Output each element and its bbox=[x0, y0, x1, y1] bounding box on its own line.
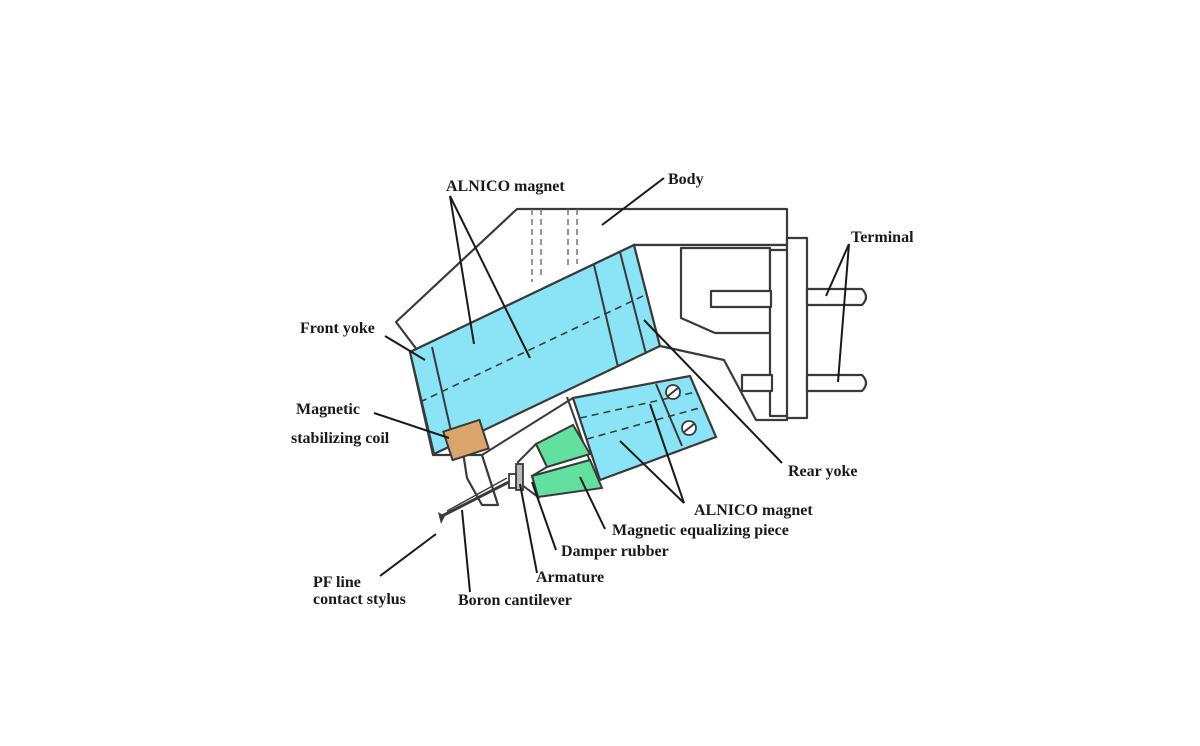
terminal-pin-lower-inner bbox=[740, 373, 774, 393]
boron-cantilever bbox=[441, 477, 510, 518]
terminal-pin-lower bbox=[805, 373, 868, 393]
equalizing-piece-lower bbox=[530, 458, 604, 499]
label-rear-yoke: Rear yoke bbox=[788, 463, 857, 480]
label-stylus-line2: contact stylus bbox=[313, 591, 406, 608]
alnico-magnet-lower bbox=[571, 374, 718, 482]
body-hidden-lines bbox=[531, 209, 578, 282]
label-damper-rubber: Damper rubber bbox=[561, 543, 669, 560]
stylus-tip bbox=[438, 512, 445, 524]
terminal-pin-upper-inner bbox=[709, 289, 773, 309]
label-magnetic-equalizing-piece: Magnetic equalizing piece bbox=[612, 522, 789, 539]
terminal-housing bbox=[632, 236, 868, 422]
terminal-pin-upper bbox=[805, 287, 868, 307]
label-alnico-magnet-bottom: ALNICO magnet bbox=[694, 502, 813, 519]
label-front-yoke: Front yoke bbox=[300, 320, 375, 337]
label-magnetic-coil-line1: Magnetic bbox=[296, 401, 360, 418]
leader-lines bbox=[373, 177, 850, 593]
label-boron-cantilever: Boron cantilever bbox=[458, 592, 572, 609]
label-armature: Armature bbox=[536, 569, 604, 586]
label-terminal: Terminal bbox=[851, 229, 914, 246]
label-stylus-line1: PF line bbox=[313, 574, 361, 591]
label-alnico-magnet-top: ALNICO magnet bbox=[446, 178, 565, 195]
magnetic-stabilizing-coil bbox=[442, 418, 490, 462]
armature bbox=[508, 473, 517, 489]
lower-magnet-assembly bbox=[481, 374, 718, 485]
label-body: Body bbox=[668, 171, 704, 188]
label-magnetic-coil-line2: stabilizing coil bbox=[291, 430, 390, 447]
